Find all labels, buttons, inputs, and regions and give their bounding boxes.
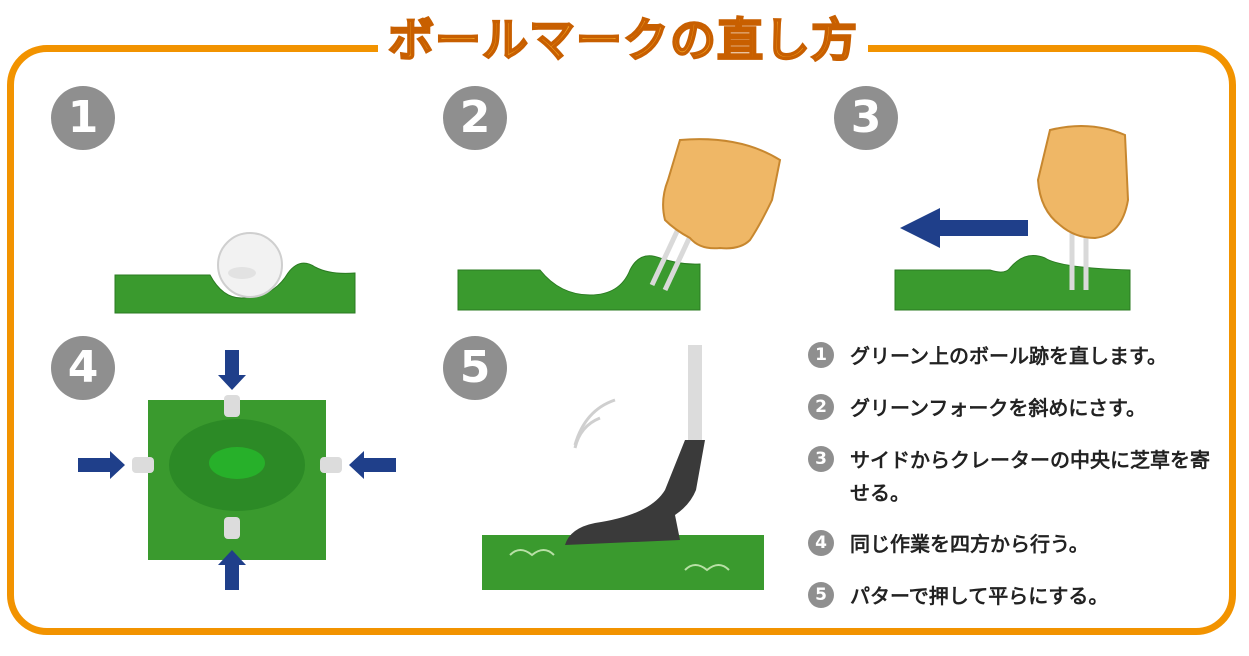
green-fork-icon bbox=[649, 223, 696, 292]
green-fork-icon bbox=[224, 517, 240, 539]
putter-shaft bbox=[688, 345, 702, 445]
step-text: 同じ作業を四方から行う。 bbox=[850, 532, 1089, 556]
arrow-left-icon bbox=[349, 451, 396, 479]
panel-4-illustration bbox=[78, 350, 396, 590]
step-number-badge: 2 bbox=[808, 394, 834, 420]
step-text: グリーンフォークを斜めにさす。 bbox=[850, 396, 1146, 420]
green-turf bbox=[114, 262, 356, 314]
panel-3-number: 3 bbox=[834, 86, 898, 150]
arrow-left-icon bbox=[900, 208, 1028, 248]
page-title: ボールマークの直し方 bbox=[378, 0, 868, 80]
panel-2-number: 2 bbox=[443, 86, 507, 150]
step-number-badge: 1 bbox=[808, 342, 834, 368]
step-text: パターで押して平らにする。 bbox=[850, 584, 1109, 608]
panel-1-illustration bbox=[114, 232, 356, 314]
hand-icon bbox=[1036, 125, 1130, 240]
green-turf bbox=[457, 255, 701, 311]
step-text: グリーン上のボール跡を直します。 bbox=[850, 344, 1167, 368]
panel-2-illustration bbox=[457, 138, 782, 311]
step-number-badge: 4 bbox=[808, 530, 834, 556]
panel-4-number: 4 bbox=[51, 336, 115, 400]
panel-5-number: 5 bbox=[443, 336, 507, 400]
green-turf bbox=[894, 255, 1131, 311]
panel-3-illustration bbox=[894, 125, 1131, 311]
ball-mark-crater bbox=[209, 447, 265, 479]
golf-ball-icon bbox=[217, 232, 283, 298]
green-fork-icon bbox=[224, 395, 240, 417]
panel-1-number: 1 bbox=[51, 86, 115, 150]
green-turf bbox=[482, 535, 764, 590]
step-number-badge: 3 bbox=[808, 446, 834, 472]
putter-icon bbox=[565, 440, 705, 545]
green-fork-icon bbox=[320, 457, 342, 473]
hand-icon bbox=[662, 138, 782, 250]
step-text: サイドからクレーターの中央に芝草を寄せる。 bbox=[850, 448, 1210, 505]
panel-5-illustration bbox=[482, 345, 764, 590]
step-number-badge: 5 bbox=[808, 582, 834, 608]
green-fork-icon bbox=[1069, 230, 1089, 290]
arrow-right-icon bbox=[78, 451, 125, 479]
arrow-up-icon bbox=[218, 550, 246, 590]
green-fork-icon bbox=[132, 457, 154, 473]
arrow-down-icon bbox=[218, 350, 246, 390]
